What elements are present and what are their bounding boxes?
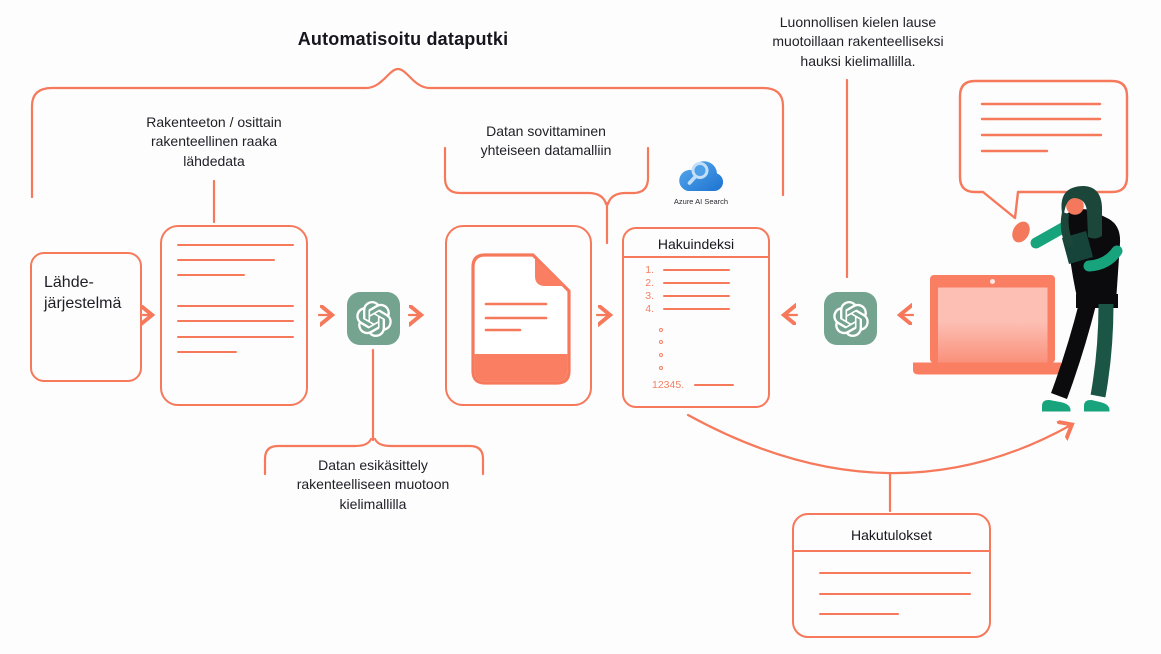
- azure-ai-search-cloud-icon: [679, 161, 724, 192]
- search-index-title: Hakuindeksi: [657, 236, 735, 252]
- hood: [1061, 186, 1103, 239]
- label-raw-source: Rakenteeton / osittain rakenteellinen ra…: [146, 114, 282, 169]
- user-illustration: [913, 79, 1129, 412]
- laptop-illustration: [913, 275, 1061, 375]
- right-forearm-sleeve: [1083, 245, 1123, 272]
- search-results-title: Hakutulokset: [851, 527, 932, 543]
- result-line: [819, 613, 899, 615]
- braid: [1060, 212, 1074, 247]
- doc-line: [177, 351, 237, 353]
- label-nl-query: Luonnollisen kielen lause muotoillaan ra…: [772, 14, 944, 69]
- preprocess-bracket-right: [373, 437, 485, 476]
- raw-document-box: [160, 225, 308, 406]
- folded-corner: [535, 258, 565, 286]
- search-index-box: Hakuindeksi 1. 2. 3. 4. 12345.: [622, 227, 770, 408]
- index-item-line: [663, 282, 730, 284]
- openai-knot-icon: [832, 300, 869, 337]
- openai-logo: [347, 292, 400, 345]
- right-leg: [1090, 303, 1114, 398]
- presenter-person-illustration: [1012, 186, 1123, 412]
- index-item-number: 3.: [645, 290, 654, 302]
- speech-bubble: [958, 79, 1129, 220]
- index-to-user-curve: [686, 413, 1071, 475]
- mapping-bracket-right: [606, 146, 650, 206]
- ellipsis-dot: [659, 353, 663, 357]
- title-separator: [624, 256, 768, 258]
- doc-line: [177, 320, 294, 322]
- label-preprocess: Datan esikäsittely rakenteelliseen muoto…: [296, 457, 450, 512]
- pipeline-brace: [30, 67, 785, 199]
- torso: [1066, 209, 1121, 302]
- left-leg: [1051, 299, 1097, 399]
- face: [1066, 197, 1084, 215]
- index-item-number: 2.: [645, 277, 654, 289]
- index-footer-number: 12345.: [652, 379, 685, 391]
- index-footer-line: [694, 384, 734, 386]
- openai-logo: [824, 292, 877, 345]
- index-item-number: 4.: [645, 303, 654, 315]
- source-system-box: Lähde- järjestelmä: [30, 252, 142, 382]
- label-data-mapping: Datan sovittaminen yhteiseen datamalliin: [480, 123, 612, 159]
- doc-line: [177, 305, 294, 307]
- document-footer-band: [474, 354, 568, 382]
- search-results-box: Hakutulokset: [792, 513, 991, 638]
- speech-bubble-lines: [980, 102, 1103, 153]
- left-shoe: [1042, 399, 1071, 412]
- mapping-bracket-left: [443, 146, 608, 206]
- result-line: [819, 572, 971, 574]
- result-line: [819, 593, 971, 595]
- document-file-icon: [471, 253, 571, 385]
- openai-knot-icon: [355, 300, 392, 337]
- doc-line: [177, 274, 245, 276]
- ellipsis-dot: [659, 328, 663, 332]
- ellipsis-dot: [659, 366, 663, 370]
- index-item-line: [663, 308, 730, 310]
- ellipsis-dot: [659, 340, 663, 344]
- mapped-document-box: [445, 225, 592, 406]
- raised-hand: [1012, 221, 1030, 243]
- preprocess-bracket-left: [263, 437, 373, 476]
- right-shoe: [1084, 399, 1110, 412]
- azure-ai-search-label: Azure AI Search: [673, 197, 729, 206]
- doc-line: [177, 259, 275, 261]
- doc-line: [177, 244, 294, 246]
- index-item-line: [663, 269, 730, 271]
- index-item-number: 1.: [645, 264, 654, 276]
- doc-line: [177, 336, 294, 338]
- index-item-line: [663, 295, 730, 297]
- diagram-title: Automatisoitu dataputki: [297, 29, 509, 49]
- title-separator: [794, 550, 989, 552]
